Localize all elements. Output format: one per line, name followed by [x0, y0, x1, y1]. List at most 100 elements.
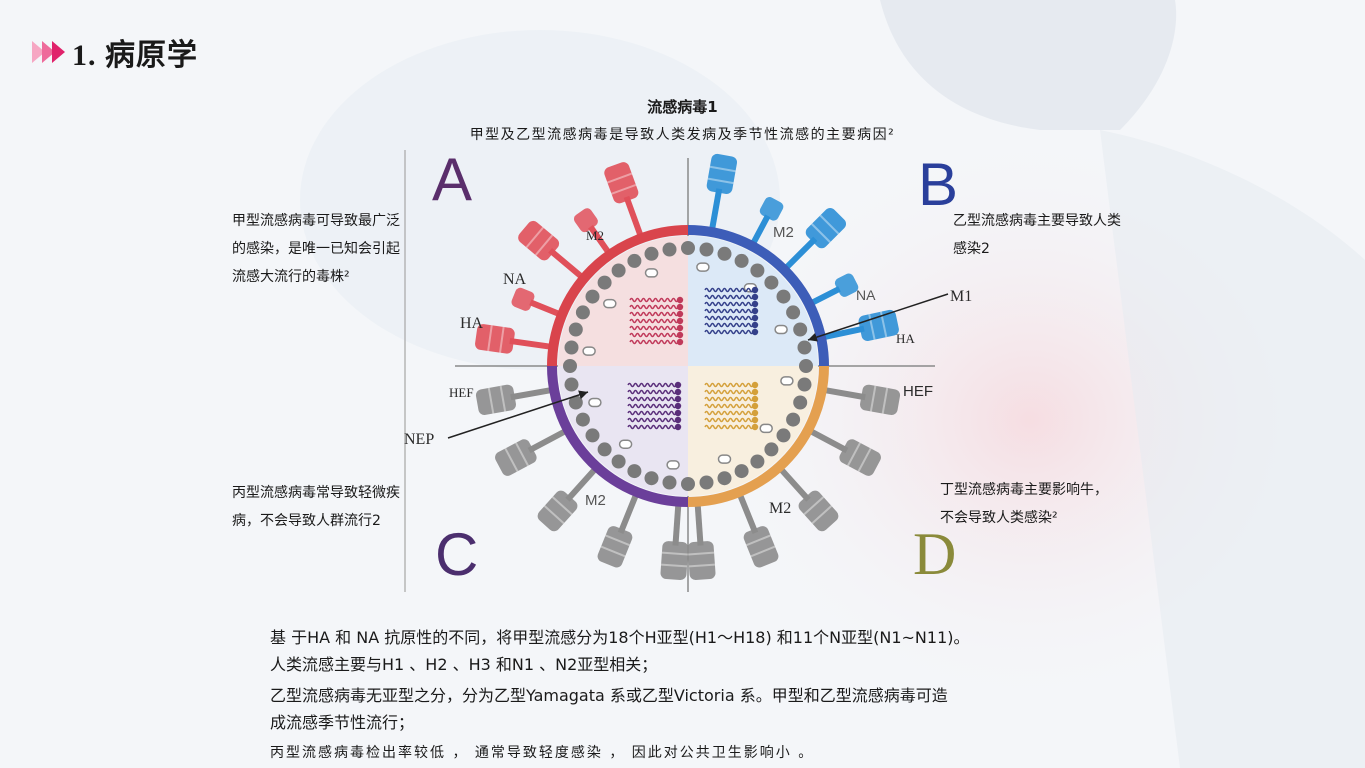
label-hef-c: HEF: [449, 385, 474, 400]
rna-strand: [627, 382, 677, 388]
m1-dot: [750, 263, 765, 278]
m1-dot: [575, 412, 590, 427]
m1-dot: [797, 340, 812, 355]
m1-dot: [564, 377, 579, 392]
spike-protein: [597, 492, 640, 568]
envelope-b: [687, 225, 829, 367]
polymerase-bead: [751, 328, 759, 336]
rna-strand: [627, 424, 677, 430]
nep-capsule: [588, 397, 602, 408]
page-title: 1. 病原学: [72, 39, 198, 72]
page-header: 1. 病原学: [32, 30, 198, 74]
polymerase-bead: [674, 416, 682, 424]
rna-strand: [629, 311, 679, 317]
polymerase-bead: [676, 310, 684, 318]
polymerase-bead: [676, 331, 684, 339]
figure-title: 流感病毒1: [647, 98, 718, 116]
m1-dot: [734, 464, 749, 479]
spike-protein: [736, 492, 779, 568]
surface-spikes: [475, 153, 901, 580]
label-ha-b: HA: [896, 331, 915, 346]
rna-strand: [629, 297, 679, 303]
m1-dot: [717, 471, 732, 486]
bottom-line-5: 丙型流感病毒检出率较低 ， 通常导致轻度感染 ， 因此对公共卫生影响小 。: [270, 745, 815, 761]
desc-c: 丙型流感病毒常导致轻微疾 病，不会导致人群流行2: [232, 479, 400, 535]
bottom-line-2: 人类流感主要与H1 、H2 、H3 和N1 、N2亚型相关；: [270, 655, 658, 674]
spike-protein: [808, 428, 881, 476]
envelope-a: [547, 225, 689, 367]
m1-dot: [681, 477, 695, 491]
spike-protein: [706, 153, 738, 231]
label-hef-d: HEF: [903, 383, 933, 400]
polymerase-bead: [676, 338, 684, 346]
m1-dot: [627, 253, 642, 268]
polymerase-bead: [751, 395, 759, 403]
polymerase-bead: [674, 423, 682, 431]
m1-dot: [793, 395, 808, 410]
desc-d-line: 不会导致人类感染²: [940, 510, 1058, 526]
m1-dot: [717, 246, 732, 261]
polymerase-bead: [676, 317, 684, 325]
m1-dot: [662, 242, 677, 257]
nep-capsule: [582, 346, 596, 356]
polymerase-bead: [751, 423, 759, 431]
m1-dot: [793, 322, 808, 337]
m1-dot: [699, 242, 714, 257]
label-nep: NEP: [404, 431, 435, 448]
label-m2-c: M2: [585, 492, 606, 509]
polymerase-bead: [674, 402, 682, 410]
m1-dot: [764, 442, 779, 457]
desc-c-line: 丙型流感病毒常导致轻微疾: [232, 485, 400, 501]
rna-strand: [629, 339, 679, 345]
rna-strand: [627, 410, 677, 416]
m1-dot: [734, 253, 749, 268]
spike-protein: [778, 466, 839, 532]
rna-strand: [704, 287, 754, 293]
rna-strand: [704, 322, 754, 328]
quadrant-letter-c: C: [435, 521, 479, 588]
rna-strand: [627, 417, 677, 423]
m1-dot: [644, 471, 659, 486]
m1-dot: [699, 475, 714, 490]
spike-protein: [823, 384, 901, 416]
m1-dot: [786, 305, 801, 320]
spike-protein: [475, 324, 552, 354]
envelope-d: [687, 365, 829, 507]
rna-strand: [629, 332, 679, 338]
spike-protein: [687, 503, 716, 580]
bottom-line-3: 乙型流感病毒无亚型之分，分为乙型Yamagata 系或乙型Victoria 系。…: [270, 686, 948, 705]
polymerase-bead: [674, 409, 682, 417]
spike-protein: [518, 220, 585, 280]
spike-protein: [573, 208, 612, 255]
label-ha-a: HA: [460, 315, 484, 332]
spike-protein: [809, 273, 859, 307]
m1-matrix-dots: [563, 241, 813, 491]
desc-c-line: 病，不会导致人群流行2: [232, 513, 381, 529]
spike-protein: [822, 309, 899, 342]
rna-strand: [629, 325, 679, 331]
m1-dot: [750, 454, 765, 469]
m1-dot: [597, 275, 612, 290]
m1-dot: [585, 289, 600, 304]
m1-dot: [575, 305, 590, 320]
m1-dot: [662, 475, 677, 490]
m1-dot: [627, 464, 642, 479]
m1-dot: [585, 428, 600, 443]
bottom-line-1: 基 于HA 和 NA 抗原性的不同，将甲型流感分为18个H亚型(H1～H18) …: [270, 628, 970, 647]
m1-dot: [799, 359, 813, 373]
polymerase-bead: [751, 388, 759, 396]
desc-a-line: 的感染，是唯一已知会引起: [232, 241, 400, 257]
m1-dot: [597, 442, 612, 457]
spike-protein: [783, 207, 847, 271]
m1-dot: [563, 359, 577, 373]
spike-protein: [660, 503, 689, 580]
m1-dot: [564, 340, 579, 355]
label-m2-b: M2: [773, 224, 794, 241]
nep-capsule: [696, 262, 710, 272]
rna-segments: [627, 286, 759, 431]
desc-d-line: 丁型流感病毒主要影响牛，: [940, 482, 1108, 498]
desc-b-line: 乙型流感病毒主要导致人类: [953, 213, 1121, 229]
m1-arrow: [807, 293, 949, 342]
spike-protein: [495, 428, 568, 476]
